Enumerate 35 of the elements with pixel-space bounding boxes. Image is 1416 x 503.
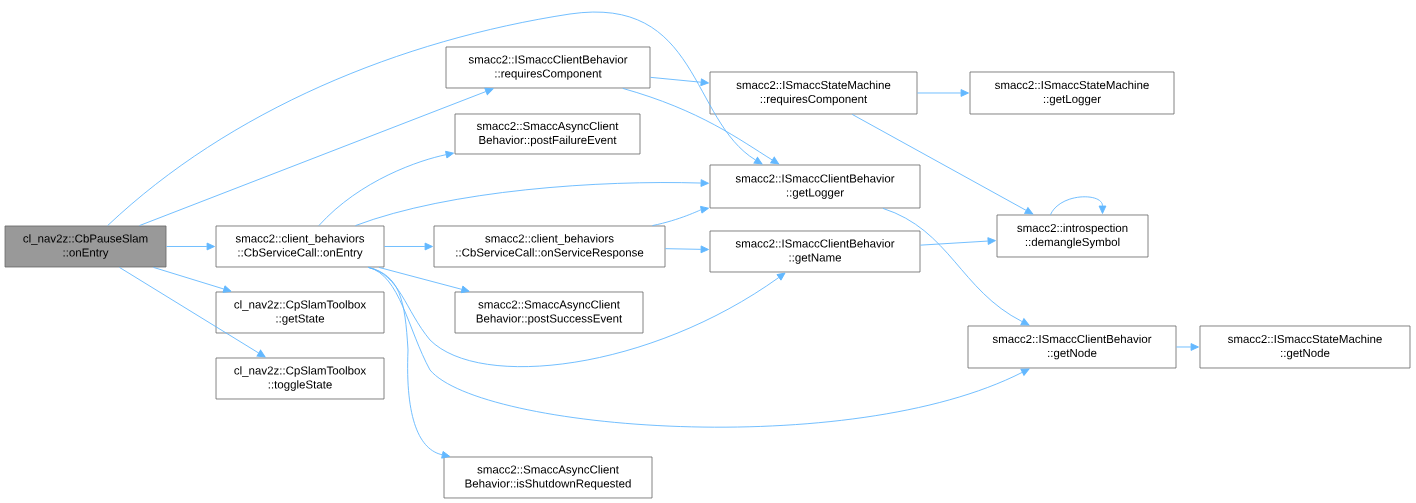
function-box: smacc2::ISmaccClientBehavior ::getNode: [967, 325, 1177, 369]
function-box: smacc2::ISmaccClientBehavior ::getName: [709, 230, 921, 273]
arrow: [651, 205, 709, 227]
function-box: smacc2::ISmaccClientBehavior ::requiresComponent: [445, 46, 651, 89]
function-box: smacc2::client_behaviors ::CbServiceCall::onServiceResponse: [433, 225, 666, 268]
function-box: smacc2::ISmaccClientBehavior ::getLogger: [709, 164, 921, 209]
arrow: [107, 11, 763, 227]
arrow: [919, 237, 996, 246]
function-box: cl_nav2z::CpSlamToolbox ::getState: [215, 291, 385, 334]
arrow: [378, 266, 470, 294]
function-box: smacc2::SmaccAsyncClient Behavior::isShutdownRequested: [443, 456, 653, 499]
arrow: [367, 266, 451, 459]
arrow: [318, 150, 454, 227]
arrow: [139, 87, 494, 227]
function-box: smacc2::SmaccAsyncClient Behavior::postFailureEvent: [454, 113, 641, 155]
arrow: [851, 113, 1034, 215]
arrow: [355, 179, 709, 227]
arrow: [1175, 343, 1199, 351]
arrow: [664, 245, 709, 254]
function-box: smacc2::ISmaccStateMachine ::getNode: [1199, 325, 1411, 369]
arrow: [383, 242, 433, 251]
function-box: smacc2::SmaccAsyncClient Behavior::postSuccessEvent: [454, 291, 644, 334]
function-box: smacc2::introspection ::demangleSymbol: [996, 214, 1149, 258]
arrow: [165, 242, 215, 251]
arrow: [649, 76, 709, 87]
arrow: [119, 266, 266, 358]
arrow: [622, 87, 780, 165]
function-box: cl_nav2z::CpSlamToolbox ::toggleState: [215, 357, 385, 400]
function-box: smacc2::ISmaccStateMachine ::getLogger: [969, 71, 1175, 115]
function-box: smacc2::ISmaccStateMachine ::requiresComponent: [709, 71, 918, 115]
arrow: [916, 89, 969, 97]
function-box: smacc2::client_behaviors ::CbServiceCall::onEntry: [215, 225, 385, 268]
arrow: [153, 266, 232, 293]
arrow: [1050, 196, 1107, 216]
function-box: cl_nav2z::CbPauseSlam ::onEntry: [4, 225, 167, 268]
